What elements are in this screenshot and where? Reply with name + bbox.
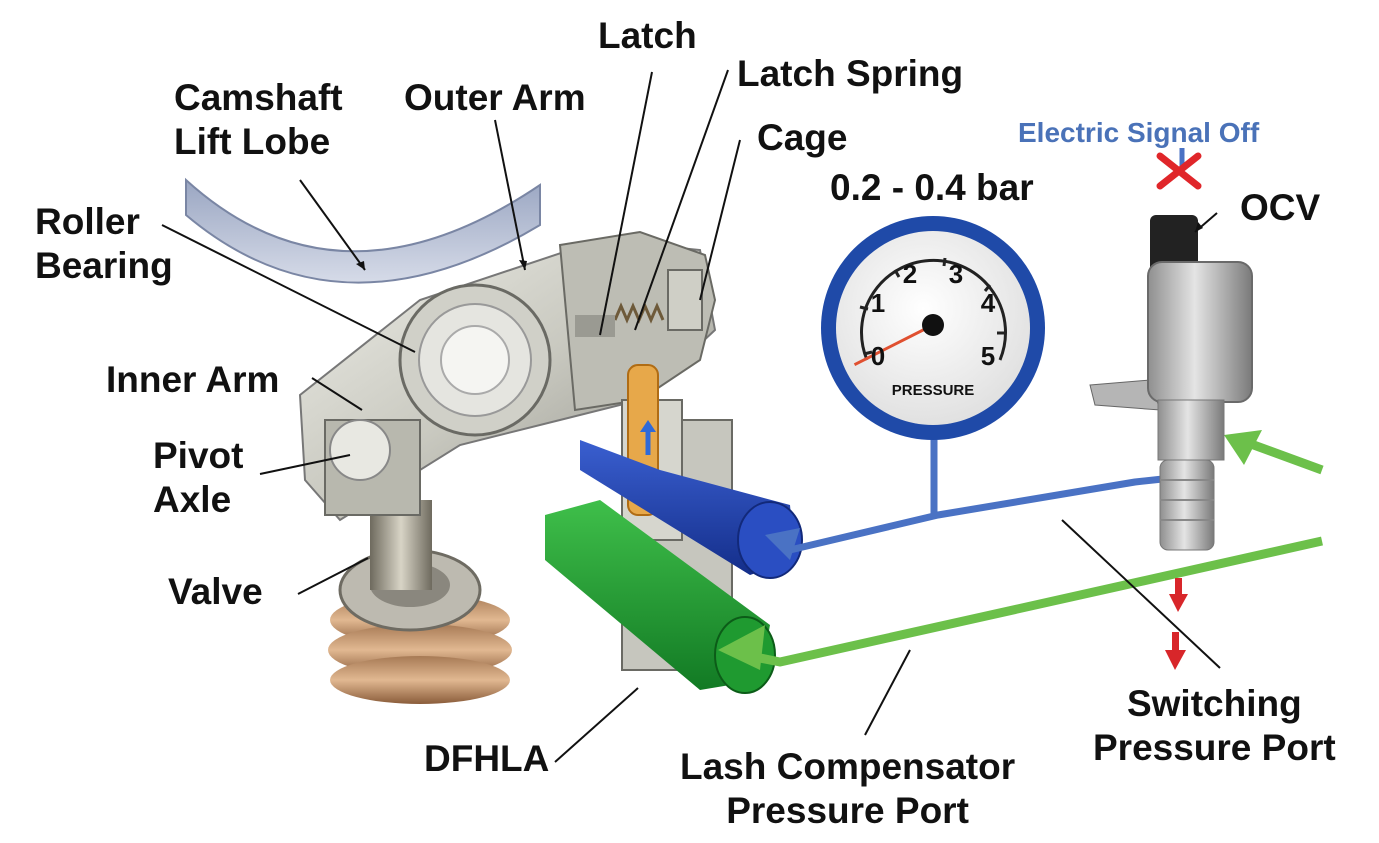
roller-bearing: [398, 283, 552, 437]
lash-oil-line: [744, 435, 1324, 667]
ocv-valve: [1089, 215, 1253, 551]
lash-flow-arrow: [718, 625, 765, 670]
down-arrow-icon: [1165, 578, 1188, 670]
switching-oil-line: [789, 438, 1173, 554]
gauge-tick-1: 1: [871, 288, 885, 318]
gauge-tick-3: 3: [949, 259, 963, 289]
label-inner-arm: Inner Arm: [106, 359, 280, 400]
label-electric-signal: Electric Signal Off: [1018, 117, 1260, 148]
label-latch-spring: Latch Spring: [737, 53, 964, 94]
leader-lines: [161, 69, 1221, 763]
gauge-tick-5: 5: [981, 341, 995, 371]
supply-flow-arrow: [1224, 430, 1262, 465]
leader-arrowheads: [356, 222, 1203, 270]
gauge-tick-0: 0: [871, 341, 885, 371]
label-latch: Latch: [598, 15, 697, 56]
cage: [667, 269, 703, 331]
switching-flow-arrow: [765, 528, 800, 560]
label-cage: Cage: [757, 117, 848, 158]
gauge-caption: PRESSURE: [892, 382, 975, 399]
gauge-needle: [853, 323, 934, 367]
label-ocv: OCV: [1240, 187, 1321, 228]
gauge-tick-2: 2: [903, 259, 917, 289]
label-dfhla: DFHLA: [424, 738, 550, 779]
label-outer-arm: Outer Arm: [404, 77, 586, 118]
pivot-axle: [324, 419, 421, 516]
camshaft-lobe: [185, 177, 541, 284]
gauge-tick-4: 4: [981, 288, 996, 318]
latch: [575, 315, 615, 337]
x-mark-icon: [1156, 152, 1202, 190]
label-pressure-range: 0.2 - 0.4 bar: [830, 167, 1034, 208]
pressure-gauge: [821, 216, 1045, 440]
label-valve: Valve: [168, 571, 263, 612]
